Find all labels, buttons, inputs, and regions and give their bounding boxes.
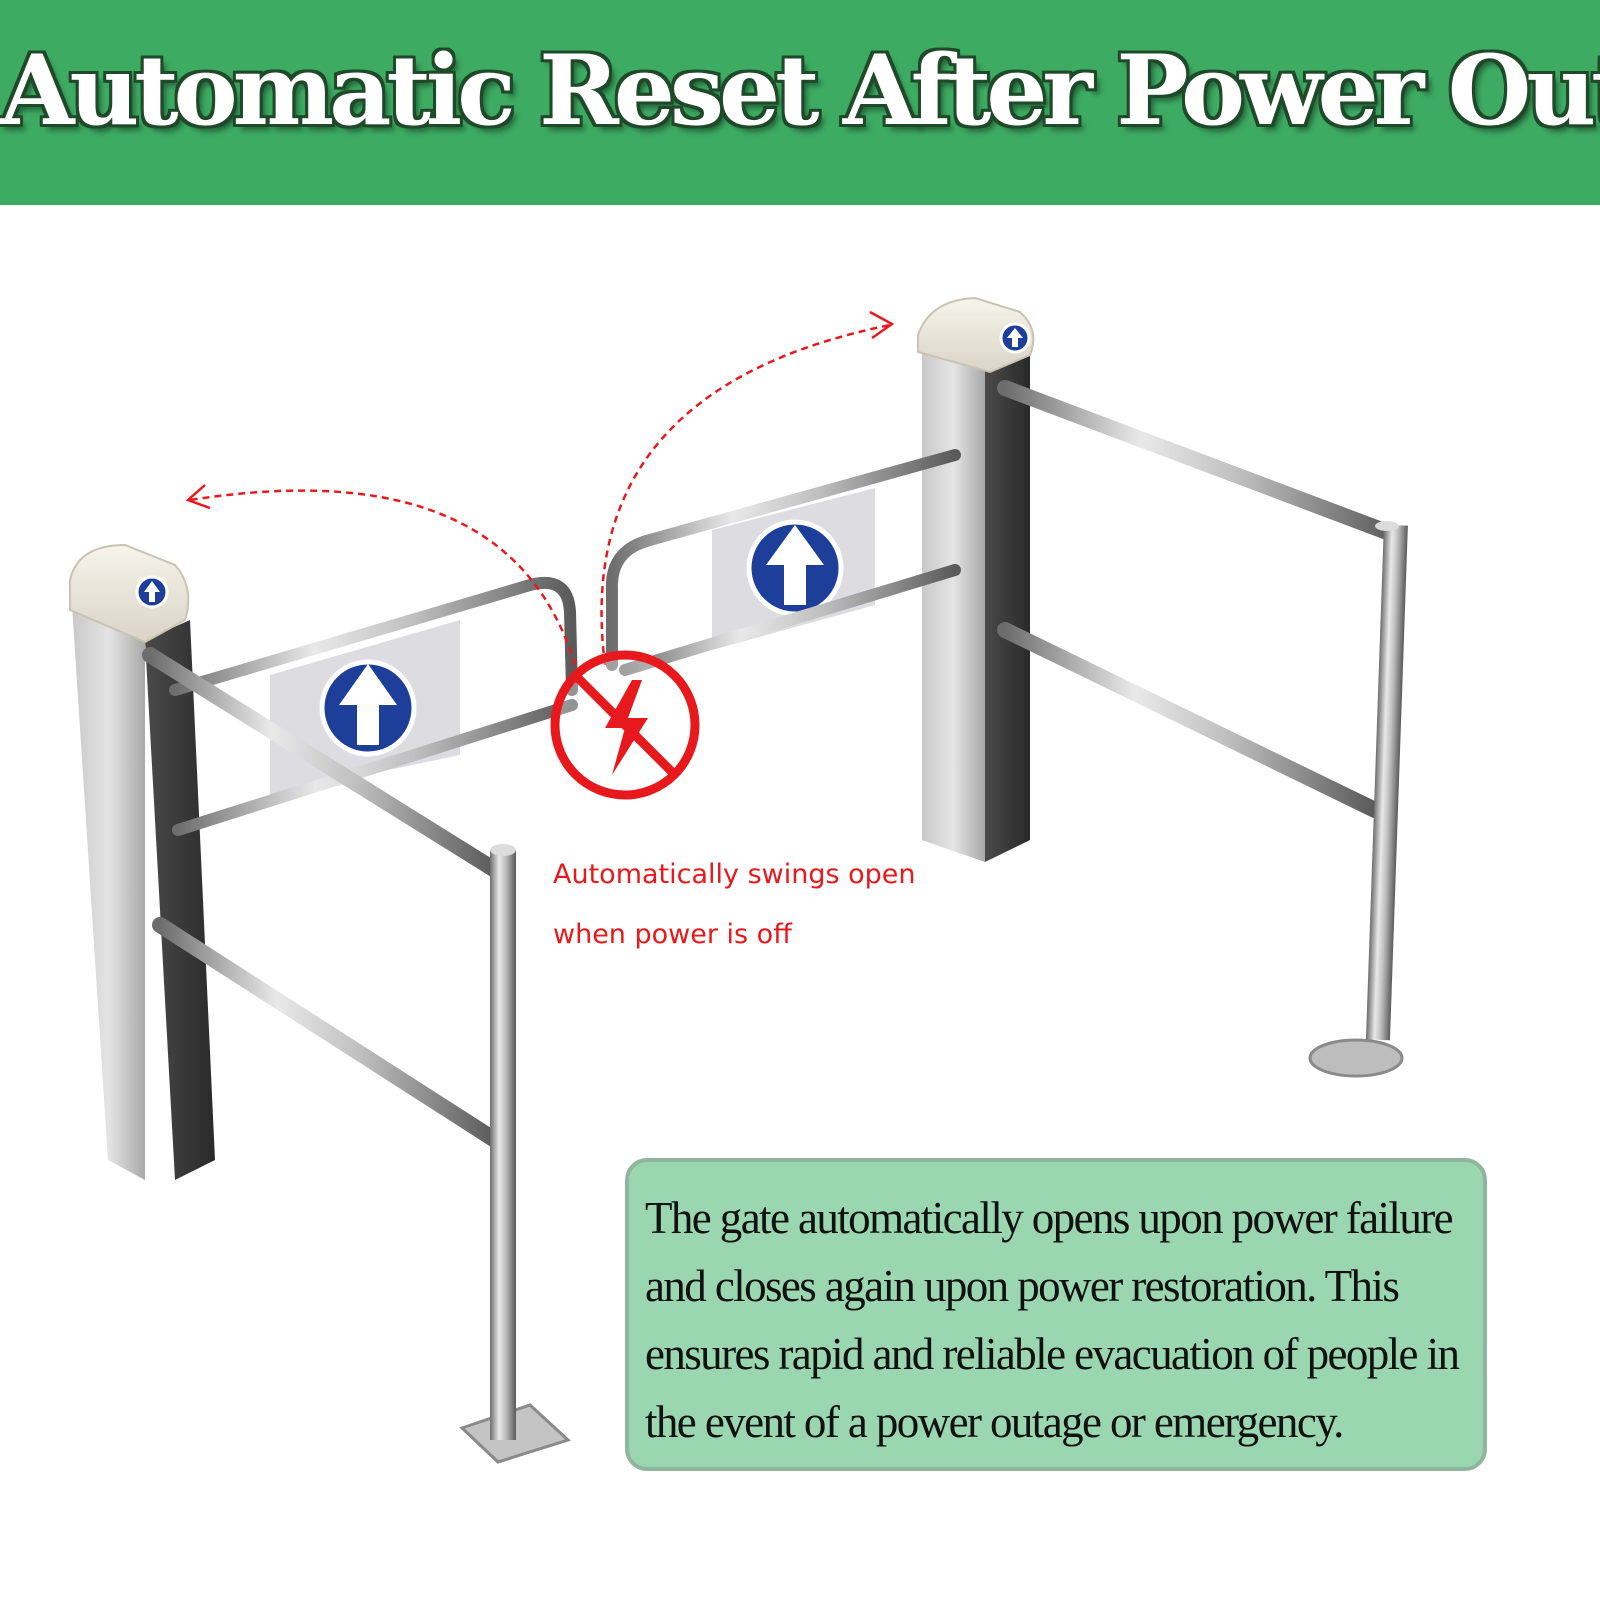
left-stanchion [459, 844, 571, 1464]
callout-line-2: when power is off [553, 919, 792, 950]
up-arrow-sign-icon [135, 575, 169, 609]
title-banner: Automatic Reset After Power Outage [0, 0, 1600, 205]
up-arrow-sign-icon [319, 659, 417, 757]
right-swing-leaf [605, 449, 961, 676]
description-text: The gate automatically opens upon power … [645, 1193, 1460, 1447]
right-side-rails [997, 380, 1403, 818]
left-side-rails [142, 647, 503, 1148]
page-title: Automatic Reset After Power Outage [0, 34, 1600, 147]
power-off-callout: Automatically swings open when power is … [553, 845, 916, 965]
description-box: The gate automatically opens upon power … [625, 1158, 1487, 1471]
up-arrow-sign-icon [746, 519, 844, 617]
right-stanchion [1308, 521, 1408, 1078]
swing-arrowheads [185, 310, 895, 510]
callout-line-1: Automatically swings open [553, 859, 916, 890]
right-post [917, 296, 1035, 862]
no-power-icon [550, 650, 700, 800]
swing-gate-illustration [69, 296, 1408, 1464]
swing-arrow-icon [189, 323, 891, 666]
left-post [69, 543, 215, 1180]
up-arrow-sign-icon [999, 322, 1031, 354]
